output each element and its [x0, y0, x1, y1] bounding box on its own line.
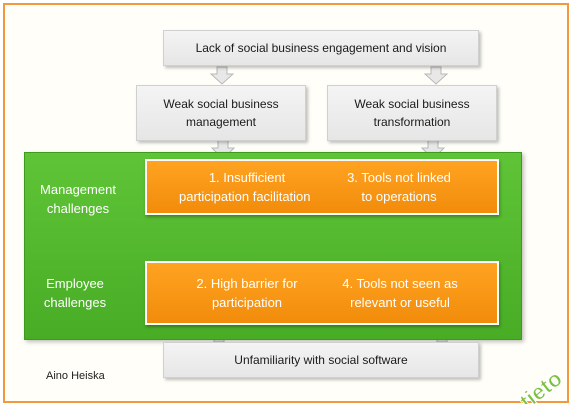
bottom-cause-box: Unfamiliarity with social software	[163, 342, 479, 378]
top-cause-box: Lack of social business engagement and v…	[163, 30, 479, 66]
weak-transformation-line1: Weak social business	[354, 97, 470, 111]
challenge-2-text: 2. High barrier for participation	[196, 276, 298, 310]
management-challenges-label: Management challenges	[40, 182, 116, 216]
top-cause-text: Lack of social business engagement and v…	[195, 41, 447, 55]
weak-management-box: Weak social business management	[136, 85, 306, 141]
svg-text:tieto: tieto	[515, 366, 566, 404]
author-credit: Aino Heiska	[46, 370, 105, 382]
challenge-box-2: 2. High barrier for participation 4. Too…	[145, 261, 499, 325]
bottom-cause-text: Unfamiliarity with social software	[234, 353, 408, 367]
weak-management-line1: Weak social business	[163, 97, 279, 111]
employee-challenges-label: Employee challenges	[43, 276, 107, 310]
challenge-4-text: 4. Tools not seen as relevant or useful	[342, 276, 458, 310]
weak-transformation-box: Weak social business transformation	[327, 85, 497, 141]
weak-transformation-line2: transformation	[373, 115, 451, 129]
challenge-1-text: 1. Insufficient participation facilitati…	[179, 170, 311, 204]
challenge-3-text: 3. Tools not linked to operations	[347, 170, 451, 204]
tieto-logo: tieto	[514, 365, 566, 404]
challenge-box-1: 1. Insufficient participation facilitati…	[145, 159, 499, 215]
weak-management-line2: management	[185, 115, 257, 129]
